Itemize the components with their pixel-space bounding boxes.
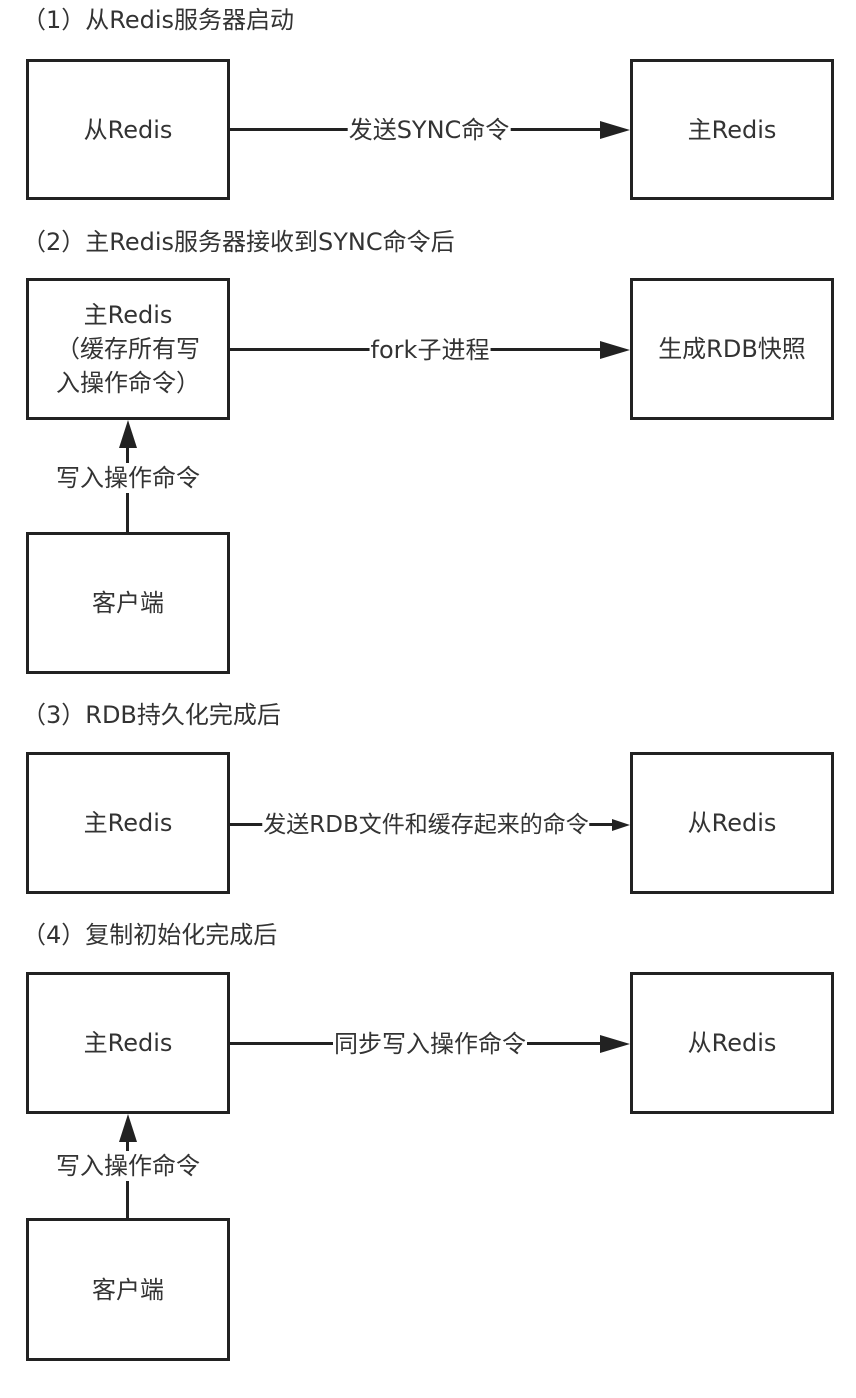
edge-label-sync-write: 同步写入操作命令 (333, 1029, 527, 1059)
edge-label-send-rdb: 发送RDB文件和缓存起来的命令 (262, 810, 590, 840)
arrow-head (600, 121, 630, 139)
node-master-redis: 主Redis (26, 972, 230, 1114)
node-label: 生成RDB快照 (658, 335, 806, 363)
node-label-line-1: 主Redis (83, 301, 173, 329)
node-slave-redis: 从Redis (630, 752, 834, 894)
node-client: 客户端 (26, 1218, 230, 1361)
edge-label-send-sync: 发送SYNC命令 (347, 115, 511, 145)
edge-label-write-ops: 写入操作命令 (55, 1151, 201, 1181)
edge-label-write-ops: 写入操作命令 (55, 463, 201, 493)
node-label-line-3: 入操作命令） (56, 369, 200, 397)
node-master-redis-buffering: 主Redis （缓存所有写 入操作命令） (26, 278, 230, 420)
edge-label-fork: fork子进程 (369, 335, 491, 365)
node-master-redis: 主Redis (630, 59, 834, 200)
node-label: 主Redis (83, 809, 173, 837)
node-label: 从Redis (83, 115, 173, 144)
step-1-title: （1）从Redis服务器启动 (22, 6, 295, 34)
arrow-head (600, 1035, 630, 1053)
node-label: 从Redis (687, 1029, 777, 1057)
node-label: 主Redis (687, 115, 777, 144)
step-4-title: （4）复制初始化完成后 (22, 921, 278, 949)
node-label: 从Redis (687, 809, 777, 837)
node-rdb-snapshot: 生成RDB快照 (630, 278, 834, 420)
node-label-line-2: （缓存所有写 (56, 335, 200, 363)
node-label: 客户端 (92, 1275, 164, 1304)
step-2-title: （2）主Redis服务器接收到SYNC命令后 (22, 228, 455, 256)
node-label: 主Redis (83, 1029, 173, 1057)
step-3-title: （3）RDB持久化完成后 (22, 701, 281, 729)
node-client: 客户端 (26, 532, 230, 674)
arrow-head (600, 341, 630, 359)
node-label: 客户端 (92, 589, 164, 617)
arrow-head-up (119, 1114, 137, 1142)
node-slave-redis: 从Redis (26, 59, 230, 200)
node-master-redis: 主Redis (26, 752, 230, 894)
arrow-head-up (119, 420, 137, 448)
node-slave-redis: 从Redis (630, 972, 834, 1114)
arrow-head (612, 819, 630, 831)
